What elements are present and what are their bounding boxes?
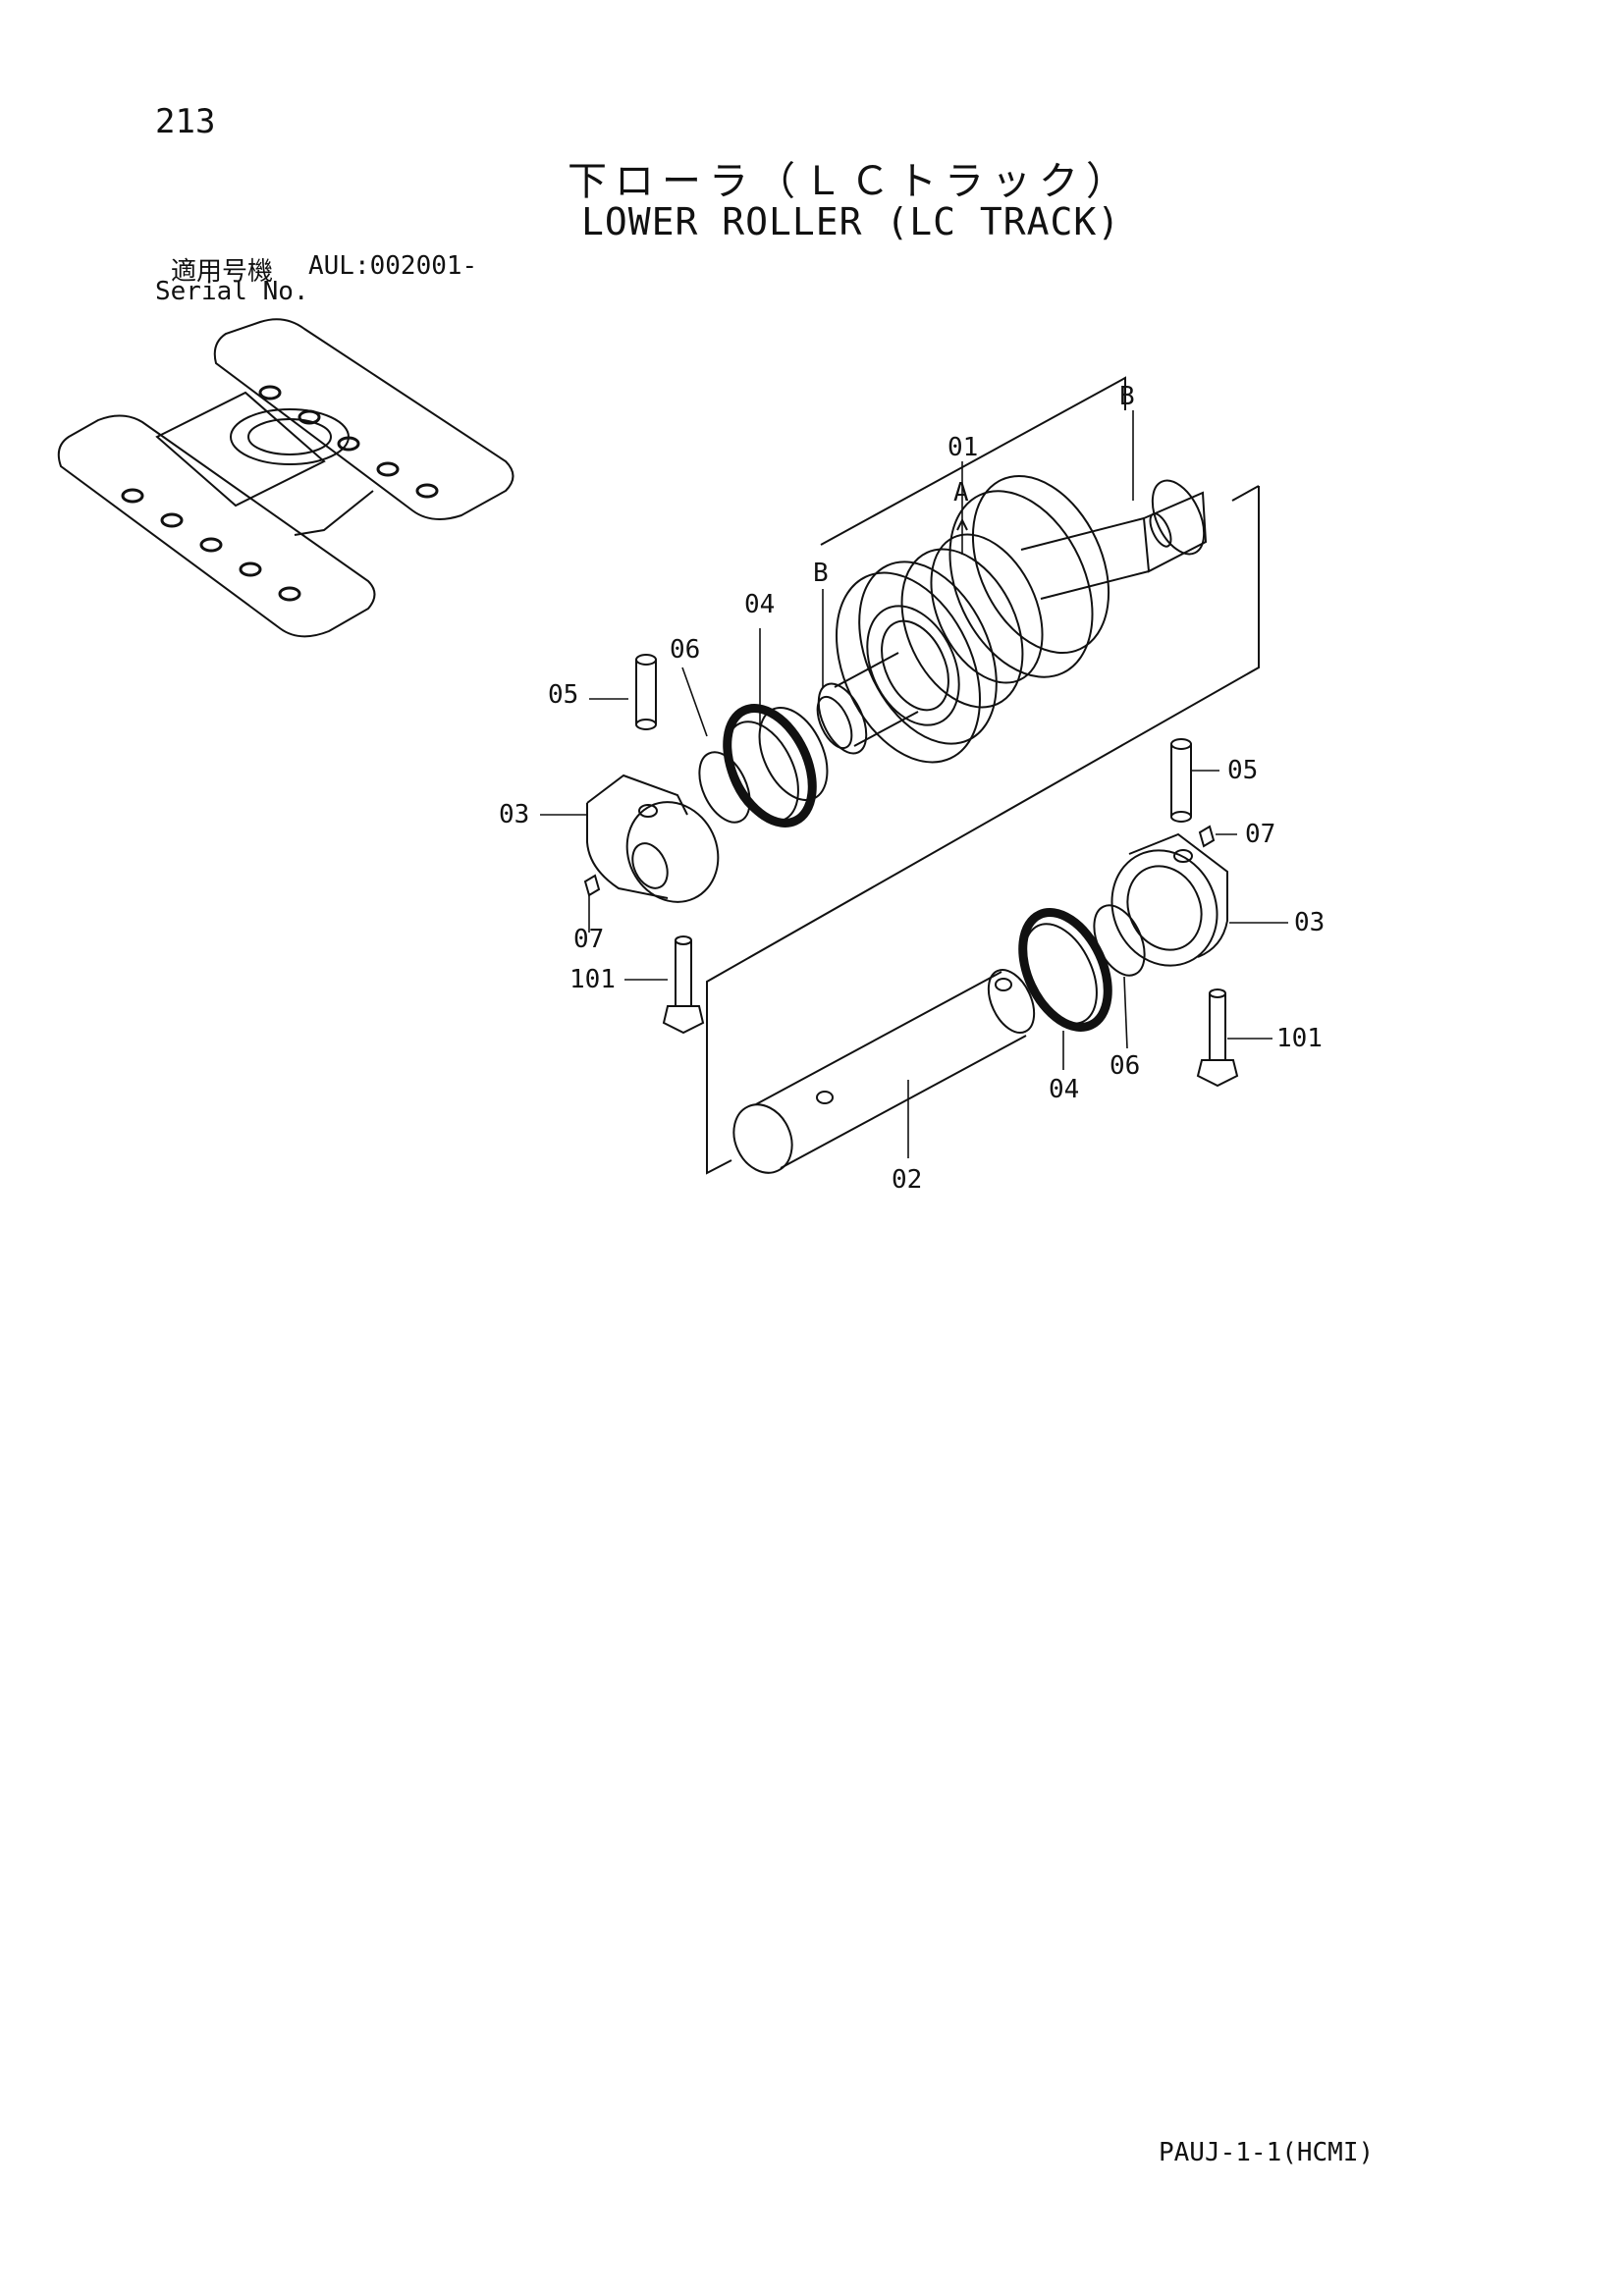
- callout-101-left: 101: [569, 965, 616, 994]
- page-title-japanese: 下ローラ（ＬＣトラック）: [568, 159, 1133, 204]
- callout-06-top: 06: [670, 635, 700, 665]
- callout-b-top: B: [1119, 382, 1135, 411]
- serial-label-japanese: 適用号機: [171, 257, 274, 287]
- leader-lines: [540, 410, 1288, 1158]
- callout-05-left: 05: [548, 680, 578, 710]
- set-screw-right: [1198, 825, 1216, 848]
- undercarriage-thumbnail: [57, 318, 514, 638]
- callout-03-right: 03: [1294, 908, 1325, 937]
- serial-label-english: Serial No.: [155, 277, 309, 306]
- ref-mark-a: [956, 517, 968, 531]
- floating-seal-top: [723, 704, 829, 828]
- assembly-bracket: [706, 376, 1260, 1175]
- page-number: 213: [155, 102, 216, 141]
- collar-right: [1110, 832, 1228, 967]
- pin-left: [635, 654, 657, 730]
- bolt-left: [662, 935, 705, 1035]
- collar-left: [586, 774, 720, 903]
- o-ring-bottom: [1093, 904, 1146, 977]
- footer-code: PAUJ-1-1(HCMI): [1159, 2138, 1375, 2167]
- callout-04-bottom: 04: [1049, 1075, 1079, 1104]
- callout-03-left: 03: [499, 800, 529, 829]
- callout-a: A: [953, 478, 969, 507]
- callout-01: 01: [947, 433, 978, 462]
- callout-labels: 01 A B B 04 06 05 03 07 101 05 07 03 101…: [499, 382, 1325, 1195]
- floating-seal-bottom: [1018, 908, 1112, 1032]
- callout-02: 02: [892, 1165, 922, 1195]
- set-screw-left: [583, 874, 601, 897]
- page-title-english: LOWER ROLLER (LC TRACK): [581, 200, 1121, 243]
- callout-05-right: 05: [1227, 756, 1258, 785]
- serial-code: AUL:002001-: [308, 251, 478, 281]
- bolt-right: [1196, 988, 1239, 1088]
- o-ring-top: [698, 751, 751, 824]
- callout-04-top: 04: [744, 590, 775, 619]
- roller-shaft: [732, 969, 1036, 1174]
- callout-07-right: 07: [1245, 820, 1275, 849]
- callout-b-mid: B: [813, 559, 829, 588]
- lower-roller: [816, 475, 1208, 764]
- pin-right: [1170, 738, 1192, 823]
- callout-06-bottom: 06: [1110, 1051, 1140, 1081]
- callout-101-right: 101: [1276, 1024, 1323, 1053]
- callout-07-left: 07: [573, 925, 604, 954]
